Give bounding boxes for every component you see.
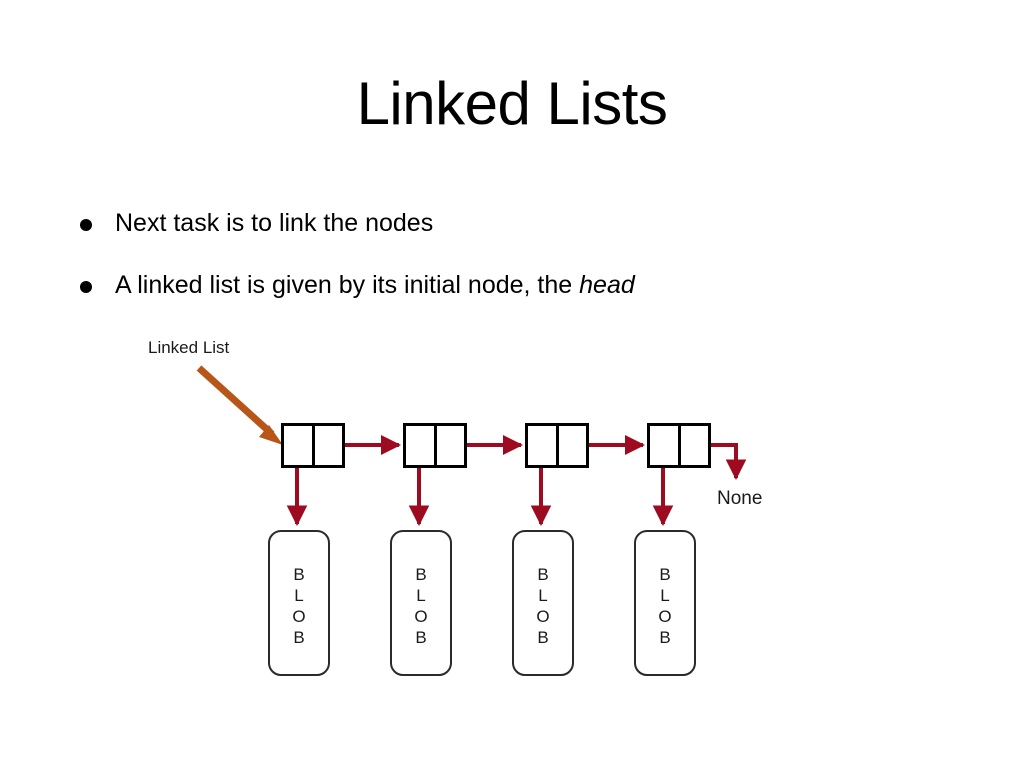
list-node-4 xyxy=(647,423,711,468)
blob-letter: L xyxy=(660,586,670,605)
link-arrow-4-to-none xyxy=(695,443,747,481)
blob-letter: O xyxy=(292,607,306,626)
list-node-3 xyxy=(525,423,589,468)
bullet-item-1-label: Next task is to link the nodes xyxy=(115,208,433,238)
node-cell-divider xyxy=(677,426,681,465)
diagram-caption-none: None xyxy=(717,488,763,509)
blob-box-1: B L O B xyxy=(268,530,330,676)
page-title: Linked Lists xyxy=(356,70,668,137)
blob-letter: B xyxy=(415,628,427,647)
blob-letter: O xyxy=(536,607,550,626)
bullet-item-2-label: A linked list is given by its initial no… xyxy=(115,270,635,300)
blob-letter: B xyxy=(415,565,427,584)
blob-letter: O xyxy=(414,607,428,626)
blob-letter: O xyxy=(658,607,672,626)
blob-letter: B xyxy=(293,628,305,647)
blob-box-2: B L O B xyxy=(390,530,452,676)
blob-letter: B xyxy=(293,565,305,584)
node-cell-divider xyxy=(555,426,559,465)
blob-box-4: B L O B xyxy=(634,530,696,676)
bullet-dot-icon xyxy=(80,219,92,231)
bullet-item-1-text: Next task is to link the nodes xyxy=(115,209,434,237)
callout-arrow-icon xyxy=(196,365,283,445)
node-cell-divider xyxy=(433,426,437,465)
list-node-1 xyxy=(281,423,345,468)
bullet-item-2-emphasis: head xyxy=(579,271,635,299)
blob-letter: B xyxy=(659,565,671,584)
blob-letter: B xyxy=(537,565,549,584)
blob-box-3: B L O B xyxy=(512,530,574,676)
list-node-2 xyxy=(403,423,467,468)
bullet-dot-icon xyxy=(80,281,92,293)
diagram-caption-linked-list: Linked List xyxy=(148,338,230,357)
blob-letter: B xyxy=(659,628,671,647)
bullet-item-2: A linked list is given by its initial no… xyxy=(80,270,980,300)
blob-letter: B xyxy=(537,628,549,647)
node-cell-divider xyxy=(311,426,315,465)
bullet-item-1: Next task is to link the nodes xyxy=(80,208,980,238)
blob-letter: L xyxy=(416,586,426,605)
blob-letter: L xyxy=(538,586,548,605)
bullet-item-2-text: A linked list is given by its initial no… xyxy=(115,271,580,299)
blob-letter: L xyxy=(294,586,304,605)
